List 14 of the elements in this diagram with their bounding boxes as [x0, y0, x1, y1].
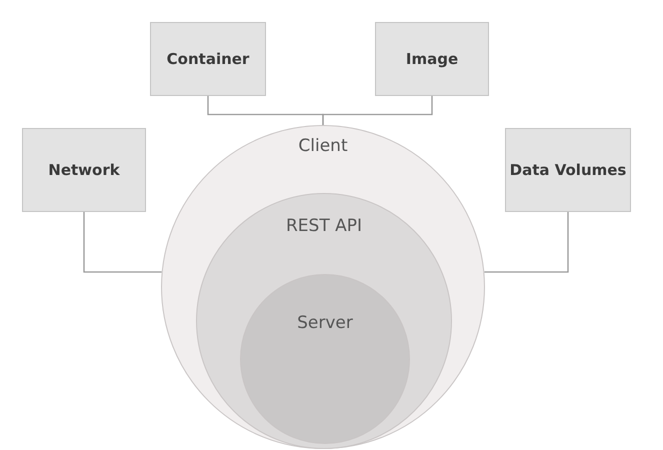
node-label: Container — [166, 48, 250, 70]
connector-line — [484, 212, 569, 273]
component-box — [505, 128, 631, 212]
node-label: Server — [296, 313, 354, 333]
node-label: REST API — [284, 216, 364, 236]
component-box — [150, 22, 266, 96]
node-label: Network — [48, 160, 120, 180]
connector-line — [322, 96, 433, 125]
component-box — [375, 22, 489, 96]
component-box — [22, 128, 146, 212]
node-label: Client — [297, 136, 349, 156]
node-label: Image — [406, 48, 458, 70]
connector-line — [83, 212, 162, 273]
node-label: Data Volumes — [510, 160, 626, 180]
